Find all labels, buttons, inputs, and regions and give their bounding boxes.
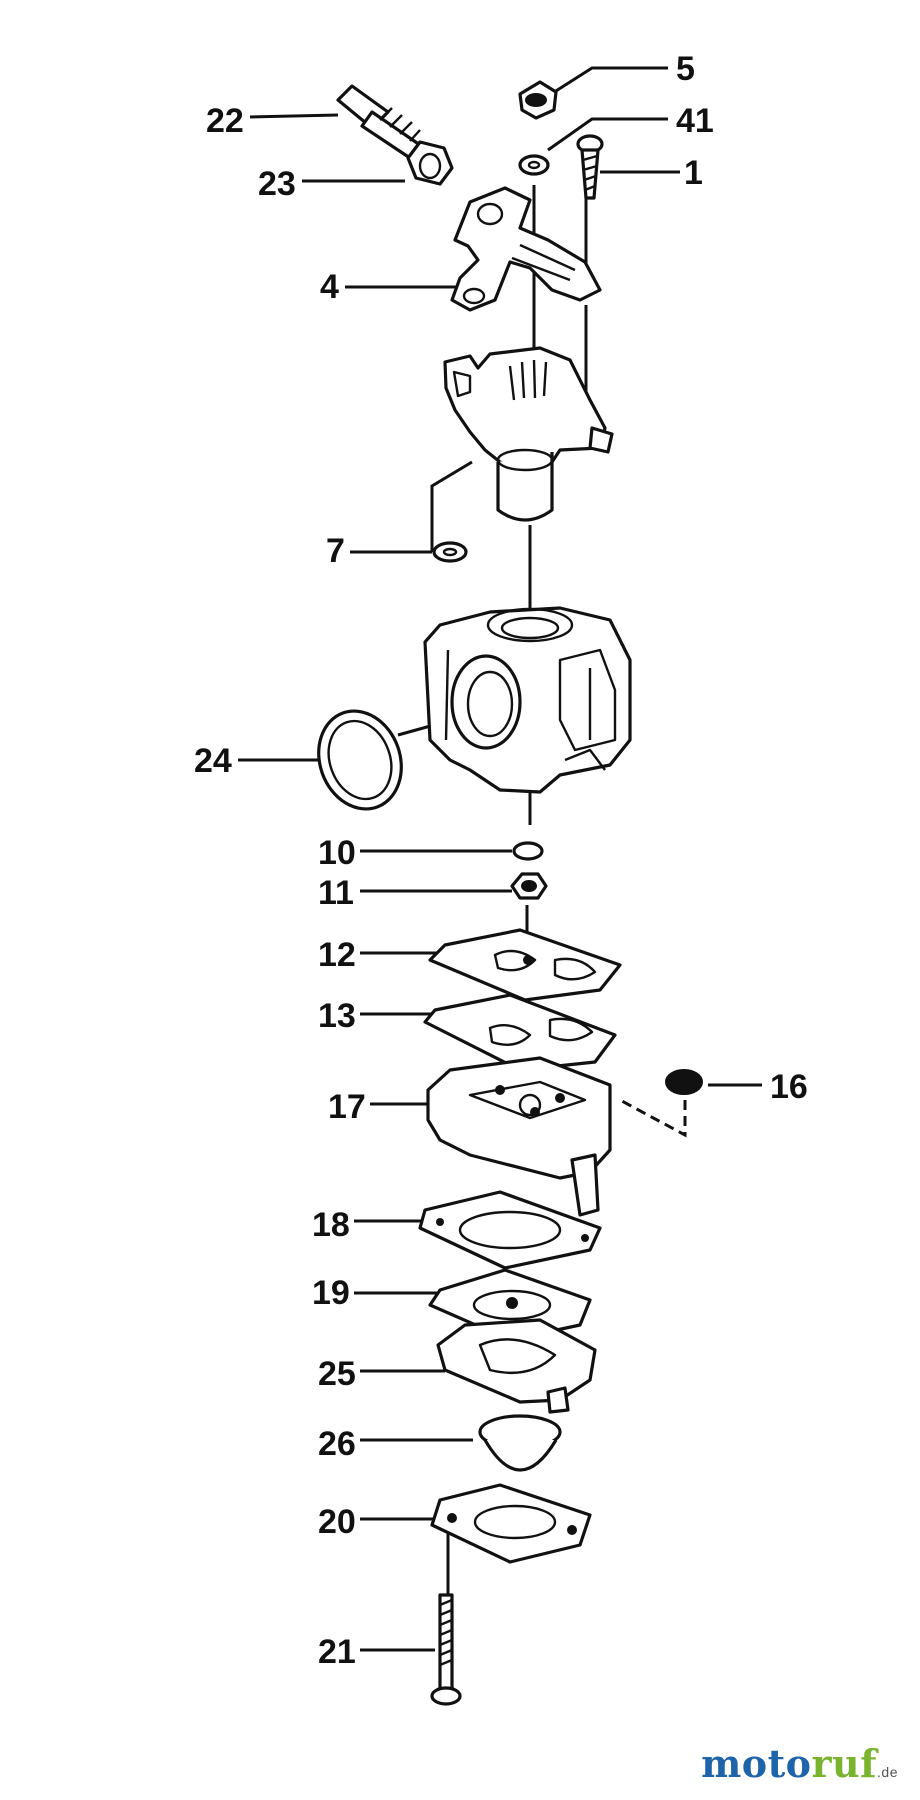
part-label-10: 10 (318, 834, 356, 872)
part-23-nut (406, 140, 454, 186)
part-25-cover (436, 1318, 597, 1414)
part-label-20: 20 (318, 1503, 356, 1541)
part-7-gasket (432, 541, 468, 563)
part-41-washer (518, 154, 550, 176)
part-label-13: 13 (318, 997, 356, 1035)
part-label-4: 4 (320, 268, 339, 306)
part-label-25: 25 (318, 1355, 356, 1393)
part-label-41: 41 (676, 102, 714, 140)
part-21-screw (430, 1593, 462, 1706)
part-19-diaphragm (428, 1268, 592, 1342)
part-label-21: 21 (318, 1633, 356, 1671)
part-26-primer-bulb (478, 1414, 562, 1472)
part-12-gasket (428, 928, 622, 1002)
part-22-adjust-screw (336, 84, 422, 160)
part-13-gasket (423, 993, 617, 1072)
part-label-17: 17 (328, 1088, 366, 1126)
part-label-11: 11 (318, 874, 354, 912)
leader-lines (238, 66, 762, 1652)
part-20-retainer-plate (430, 1483, 592, 1564)
carburetor-body (423, 606, 632, 794)
part-17-pump-body (426, 1056, 612, 1217)
part-16-filter-screen (665, 1069, 703, 1095)
part-1-screw (576, 134, 604, 200)
part-label-19: 19 (312, 1274, 350, 1312)
part-11-needle-valve (510, 872, 548, 900)
part-label-5: 5 (676, 50, 695, 88)
part-10-o-ring (512, 841, 544, 861)
part-label-23: 23 (258, 165, 296, 203)
part-24-gasket-ring (317, 709, 403, 811)
part-18-gasket (418, 1190, 602, 1270)
part-label-7: 7 (326, 532, 345, 570)
part-label-18: 18 (312, 1206, 350, 1244)
choke-housing (443, 346, 614, 522)
watermark-logo: motoruf.de (701, 1741, 898, 1786)
part-label-24: 24 (194, 742, 232, 780)
part-label-22: 22 (206, 102, 244, 140)
part-label-16: 16 (770, 1068, 808, 1106)
part-5-plug (518, 80, 558, 120)
part-label-26: 26 (318, 1425, 356, 1463)
part-label-1: 1 (684, 154, 703, 192)
part-label-12: 12 (318, 936, 356, 974)
part-4-throttle-lever (450, 186, 602, 312)
